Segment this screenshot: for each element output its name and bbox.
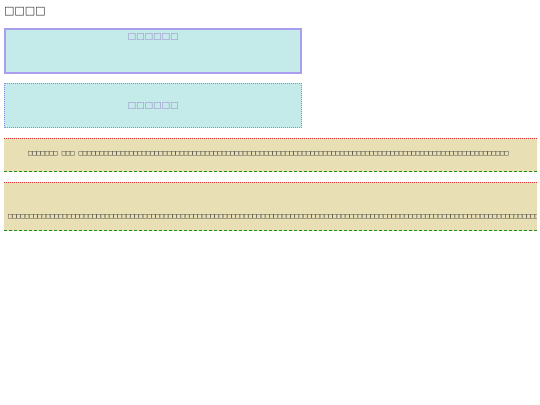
text-paragraph: □□□□□□□□□□□□□□□□□□□□□□□□□□□□□□□□□□□□□□□□… <box>4 182 537 231</box>
paragraph-text: □□□□□□□□□□□□□□□□□□□□□□□□□□□□□□□□□□□□□□□□… <box>8 212 537 220</box>
content-box-dotted: □□□□□□ <box>4 83 302 128</box>
content-box-label: □□□□□□ <box>127 32 179 42</box>
content-box-label: □□□□□□ <box>127 100 179 111</box>
page-heading: □□□□ <box>4 4 46 17</box>
content-box-solid: □□□□□□ <box>4 28 302 74</box>
paragraph-text: □□□□□□□ □□□ □□□□□□□□□□□□□□□□□□□□□□□□□□□□… <box>28 149 509 157</box>
text-paragraph: □□□□□□□ □□□ □□□□□□□□□□□□□□□□□□□□□□□□□□□□… <box>4 138 537 172</box>
